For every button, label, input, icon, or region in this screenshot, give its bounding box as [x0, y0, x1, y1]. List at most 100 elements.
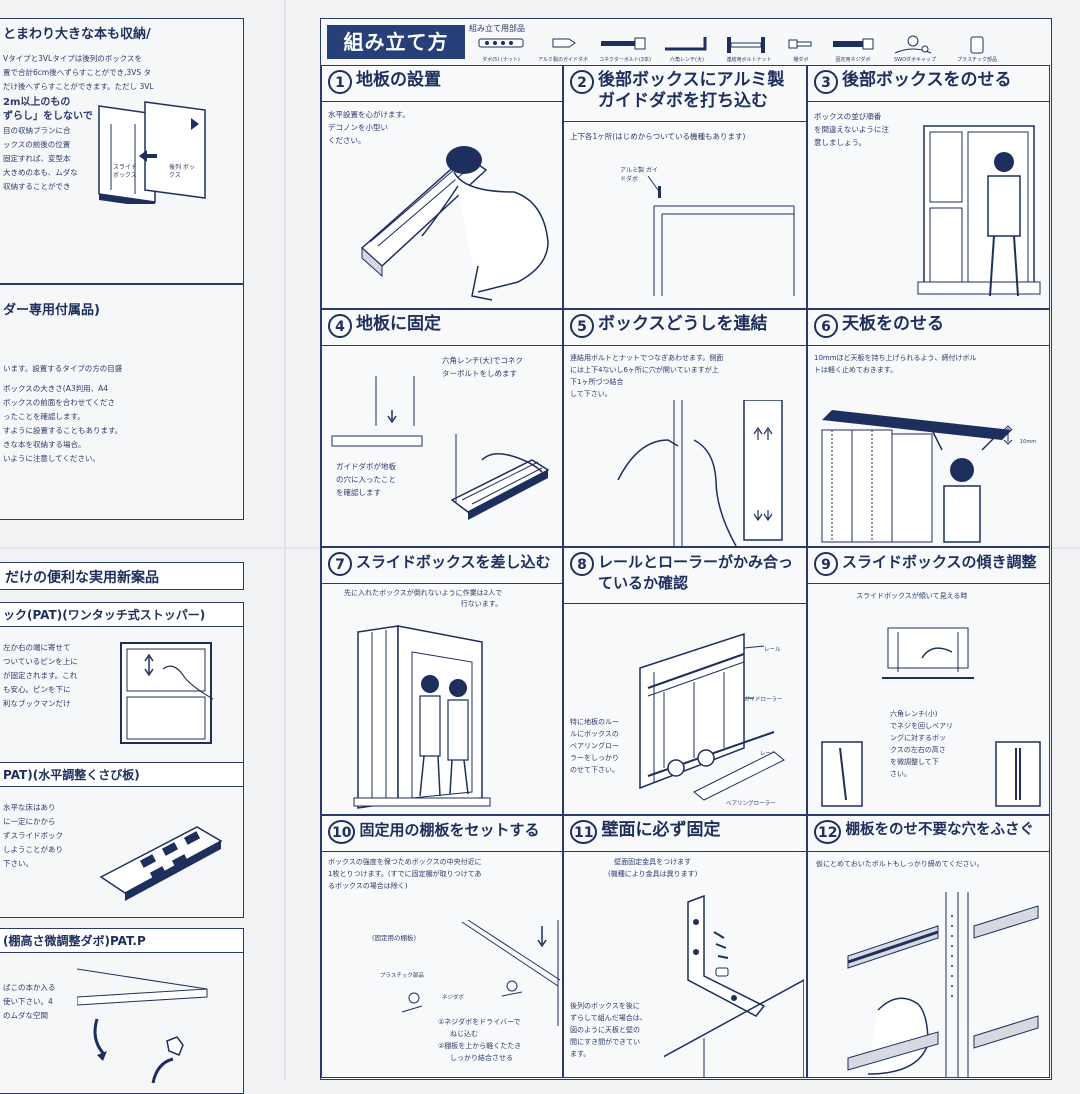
text-line: 六角レンチ(小)	[890, 710, 938, 718]
text-line: 意しましょう。	[814, 138, 867, 147]
plastic-part-label: プラスチック部品	[380, 973, 424, 979]
guide-dowel-label: アルミ製 ガイドダボ	[620, 167, 658, 183]
bearing-roller-label: ベアリングローラー	[726, 801, 776, 807]
wedge-illustration	[99, 826, 223, 901]
step-title: スライドボックスの傾き調整	[842, 553, 1037, 571]
step-title: 天板をのせる	[842, 314, 944, 334]
text-line: 左か右の端に寄せて	[3, 643, 71, 652]
fold-line-vertical	[284, 0, 286, 1080]
text-line: 間にすき間ができてい	[570, 1038, 641, 1046]
text-line: います。設置するタイプの方の目盛	[3, 364, 123, 373]
text-line: 水平設置を心がけます。	[328, 110, 410, 119]
rail-label-2: レール	[760, 751, 777, 757]
text-line: 利なブックマンだけ	[3, 699, 71, 708]
text-line: 10mmほど天板を持ち上げられるよう、締付けボル	[814, 354, 977, 362]
text-line: 収納することができ	[3, 182, 71, 191]
step-note: 仮にとめておいたボルトもしっかり締めてください。	[816, 858, 984, 871]
text-line: のムダな空間	[3, 1011, 48, 1020]
text-line: ずらして組んだ場合は、	[570, 1014, 647, 1022]
bolt-nut-icon	[727, 37, 765, 53]
feature-wedge: PAT)(水平調整くさび板) 水平な床はあり に一定にかから ずスライドボック …	[0, 762, 244, 918]
text-line: スライドボックスが傾いて見える時	[856, 592, 968, 600]
step-number: 9	[814, 552, 838, 576]
part-plastic: プラスチック部品	[947, 35, 1007, 63]
step-title: スライドボックスを差し込む	[356, 553, 551, 571]
text-line: ったことを確認します。	[3, 412, 85, 421]
text-line: デコノンを小型い	[328, 123, 388, 132]
step-number: 8	[570, 552, 594, 576]
text-line: 1枚とりつけます。(すでに固定棚が取りつけてあ	[328, 870, 482, 878]
part-hex-wrench: 六角レンチ(大)	[657, 35, 717, 63]
step-title: 地板に固定	[356, 314, 441, 334]
text-line: ずらし」をしないで	[3, 111, 93, 122]
floor-board-illustration	[360, 146, 549, 301]
part-guide-dowel: アルミ製のガイドダボ	[533, 35, 593, 63]
text-line: ボックスの前面を合わせてくださ	[3, 398, 116, 407]
step-number: 5	[570, 314, 594, 338]
text-line: ラーをしっかり	[570, 754, 619, 762]
text-line: 2m以上のもの	[3, 97, 71, 108]
shelf-cap-illustration	[847, 892, 1039, 1077]
top-board-illustration	[821, 410, 1013, 543]
step-note: 後列のボックスを後に ずらして組んだ場合は、 図のように天板と壁の 間にすき間が…	[570, 1000, 647, 1060]
left-column: とまわり大きな本も収納/ Vタイプと3VLタイプは後列のボックスを 置で合計6c…	[0, 0, 252, 1094]
text-line: 六角レンチ(大)でコネク	[442, 356, 523, 365]
feature-heading: (棚高さ微調整ダボ)PAT.P	[0, 928, 244, 953]
step-title: ボックスどうしを連結	[598, 314, 768, 334]
guide-dowel-icon	[552, 38, 576, 48]
assembly-grid: 組み立て方 組み立て用部品 ダボ(5) (ナット) アルミ製のガイドダボ コネク…	[320, 18, 1052, 1080]
shelf-dowel-icon	[788, 39, 812, 49]
connector-bolt-icon	[601, 37, 646, 50]
text-line: すように設置することもあります。	[3, 426, 123, 435]
text-line: 先に入れたボックスが倒れないように作業は2人で	[344, 589, 503, 597]
text-line: 特に地板のルー	[570, 718, 619, 726]
step-note: 六角レンチ(大)でコネク ターボルトをしめます	[442, 354, 523, 380]
accessory-section: ダー専用付属品) います。設置するタイプの方の目盛 ボックスの大きさ(A3判用、…	[0, 284, 244, 520]
step-note: 先に入れたボックスが倒れないように作業は2人で 行ないます。	[344, 588, 502, 610]
fixed-shelf-illustration	[401, 919, 561, 1026]
step-number: 6	[814, 314, 838, 338]
text-line: さい。	[890, 770, 911, 778]
accessory-heading: ダー専用付属品)	[3, 303, 100, 318]
step-title: 地板の設置	[356, 70, 441, 90]
slide-box-illustration	[98, 101, 206, 204]
fixed-shelf-label: (固定用の棚板)	[372, 934, 417, 942]
text-line: 上下各1ヶ所(はじめからついている機種もあります)	[570, 132, 746, 141]
plastic-part-icon	[970, 36, 984, 54]
step-number: 2	[570, 70, 594, 94]
text-line: の穴に入ったこと	[336, 475, 396, 484]
text-line: ②棚板を上から軽くたたき	[438, 1042, 522, 1050]
text-line: には上下4ないし6ヶ所に穴が開いていますが上	[570, 366, 719, 374]
feature-heading: PAT)(水平調整くさび板)	[0, 762, 244, 787]
text-line: だけ後へずらすことができます。ただし 3VL	[3, 82, 154, 91]
dowel-nut-icon	[478, 38, 524, 48]
text-line: を確認します	[336, 488, 381, 497]
text-line: るボックスの場合は除く)	[328, 882, 408, 890]
text-line: 連結用ボルトとナットでつなぎあわせます。側面	[570, 354, 724, 362]
assembly-title: 組み立て方	[327, 25, 465, 59]
dowel-insert-illustration	[331, 376, 423, 447]
step-title: 後部ボックスをのせる	[842, 70, 1012, 90]
text-line: しようことがあり	[3, 845, 63, 854]
slide-box-label: スライド ボックス	[113, 164, 138, 179]
step-note: 10mmほど天板を持ち上げられるよう、締付けボル トは軽く止めておきます。	[814, 352, 977, 376]
step-title: 固定用の棚板をセットする	[359, 821, 540, 839]
step-note: ①ネジダボをドライバーで ねじ込む ②棚板を上から軽くたたき しっかり結合させる	[438, 1016, 521, 1064]
step-title: 棚板をのせ不要な穴をふさぐ	[845, 822, 1034, 838]
part-connector-bolt: コネクターボルト(3本)	[595, 35, 655, 63]
wall-bracket-illustration	[664, 894, 804, 1077]
text-line: が固定されます。これ	[3, 671, 78, 680]
